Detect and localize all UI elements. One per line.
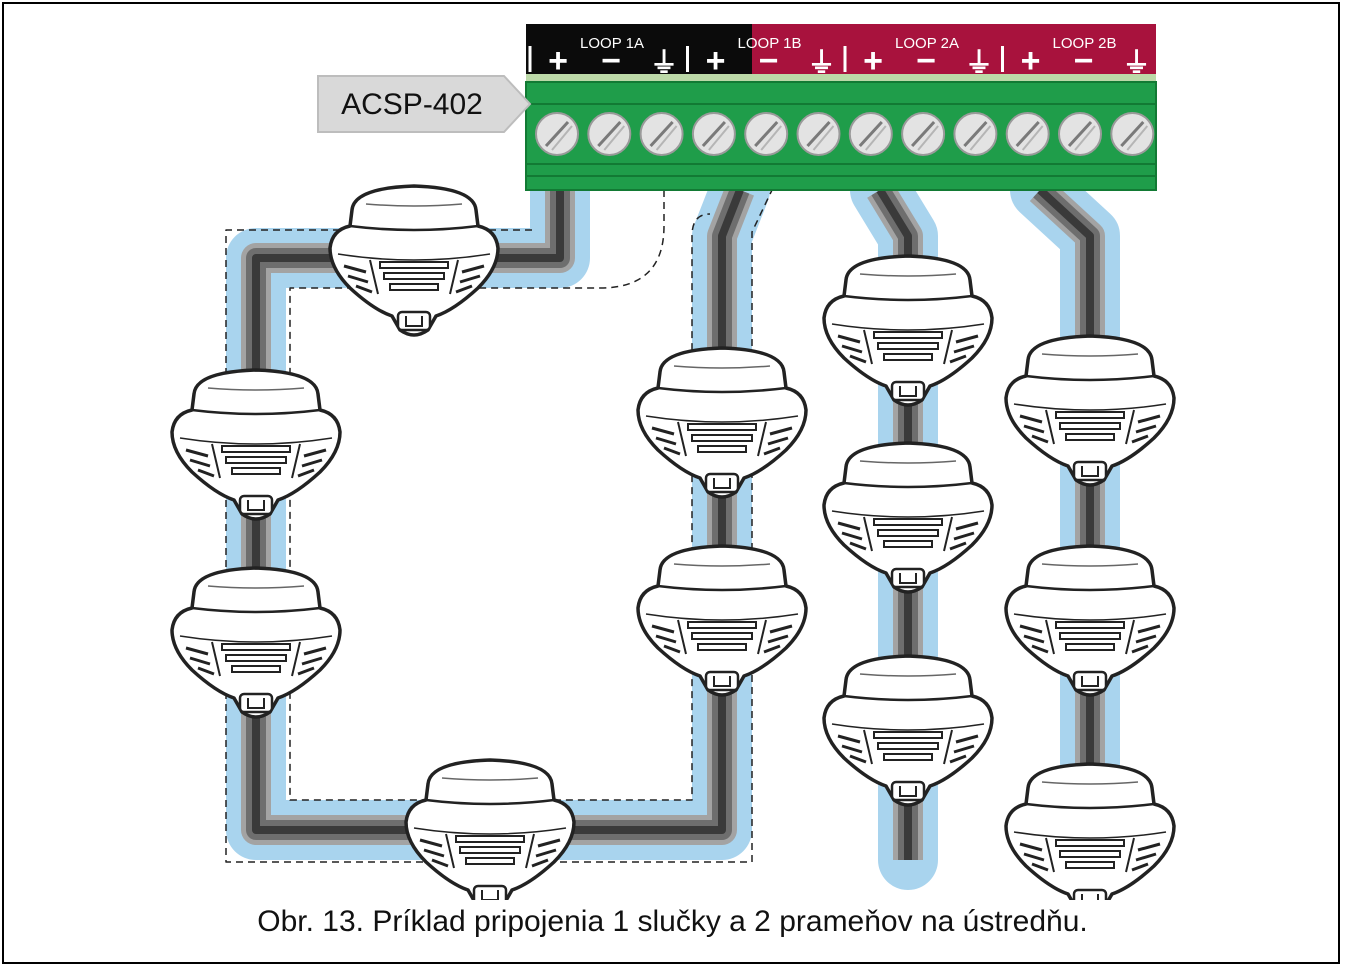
smoke-detector-icon	[636, 544, 808, 697]
screw-terminal	[796, 112, 841, 156]
module-label: ACSP-402	[341, 88, 483, 121]
loop-label-4: LOOP 2B +−⏚	[1001, 35, 1151, 80]
terminal-symbol: ⏚	[965, 47, 993, 78]
terminal-symbol: +	[548, 42, 568, 80]
screw-terminal	[587, 112, 632, 156]
screw-terminal	[953, 112, 998, 156]
terminal-symbol: ⏚	[1122, 47, 1150, 78]
wiring-diagram: LOOP 1A+−⏚LOOP 1B+−⏚LOOP 2A+−⏚LOOP 2B+−⏚…	[170, 24, 1176, 900]
smoke-detector-icon	[170, 566, 342, 719]
smoke-detector-icon	[822, 654, 994, 807]
loop-1-cable	[226, 160, 770, 860]
screw-terminal	[1005, 112, 1050, 156]
strip-black	[526, 24, 752, 76]
cable-bundles	[225, 160, 1120, 890]
smoke-detector-icon	[822, 254, 994, 407]
figure-caption: Obr. 13. Príklad pripojenia 1 slučky a 2…	[257, 905, 1088, 938]
loop-label-3: LOOP 2A +−⏚	[843, 35, 993, 80]
terminal-symbol: +	[863, 42, 883, 80]
loop-name: LOOP 1B	[738, 35, 802, 52]
loop-label-1: LOOP 1A +−⏚	[528, 35, 678, 80]
screw-terminals	[535, 112, 1155, 156]
terminal-symbol: −	[916, 42, 936, 80]
loop-2b-cable	[1010, 160, 1120, 890]
smoke-detector-icon	[328, 184, 500, 337]
screw-terminal	[744, 112, 789, 156]
loop-2a-cable	[850, 160, 938, 890]
smoke-detector-icon	[1004, 334, 1176, 487]
loop-name: LOOP 1A	[580, 35, 644, 52]
smoke-detector-icon	[1004, 544, 1176, 697]
screw-terminal	[535, 112, 579, 156]
loop-labels: LOOP 1A+−⏚LOOP 1B+−⏚LOOP 2A+−⏚LOOP 2B+−⏚	[528, 35, 1151, 80]
screw-terminal	[1110, 112, 1155, 156]
terminal-symbol: −	[759, 42, 779, 80]
smoke-detector-icon	[404, 758, 576, 900]
module-callout: ACSP-402	[317, 75, 532, 133]
terminal-symbol: ⏚	[807, 47, 835, 78]
screw-terminal	[901, 112, 946, 156]
detector-group	[170, 184, 1176, 900]
screw-terminal	[1058, 112, 1102, 156]
smoke-detector-icon	[170, 368, 342, 521]
loop-name: LOOP 2B	[1053, 35, 1117, 52]
strip-red	[752, 24, 1156, 76]
terminal-symbol: ⏚	[650, 47, 678, 78]
smoke-detector-icon	[636, 346, 808, 499]
terminal-symbol: +	[706, 42, 726, 80]
screw-terminal	[639, 112, 684, 156]
loop-name: LOOP 2A	[895, 35, 959, 52]
screw-terminal	[848, 112, 893, 156]
smoke-detector-icon	[822, 441, 994, 594]
terminal-symbol: +	[1021, 42, 1041, 80]
loop-label-2: LOOP 1B +−⏚	[686, 35, 836, 80]
terminal-module: LOOP 1A+−⏚LOOP 1B+−⏚LOOP 2A+−⏚LOOP 2B+−⏚	[525, 24, 1157, 191]
terminal-symbol: −	[601, 42, 621, 80]
strip-divider	[526, 74, 1156, 82]
screw-terminal	[691, 112, 736, 156]
terminal-symbol: −	[1074, 42, 1094, 80]
